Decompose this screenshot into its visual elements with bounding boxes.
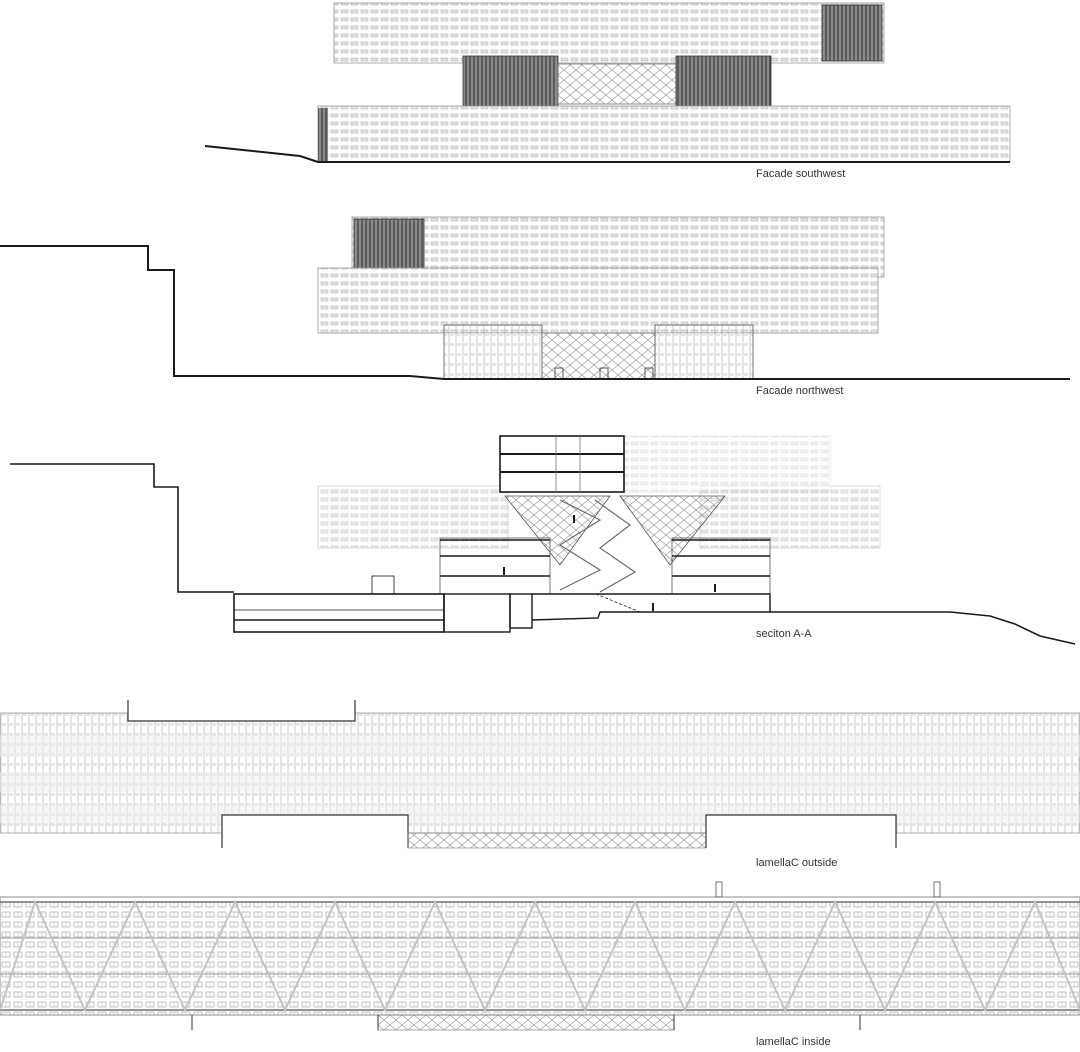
diamond-grid-center [541, 332, 656, 380]
lower-opening-right [705, 814, 897, 848]
structure-band [0, 896, 1080, 1016]
background-elevation-right [699, 485, 881, 549]
roof-riser-right [933, 881, 941, 898]
middle-volume [317, 267, 879, 334]
dark-panel-top-left [353, 218, 425, 276]
background-elevation-top [624, 435, 831, 493]
roof-riser-left [715, 881, 723, 898]
shaded-band [0, 735, 1080, 757]
upper-volume [333, 2, 885, 64]
top-box-section [499, 435, 625, 493]
dark-panel-left [462, 55, 559, 113]
stairs [558, 499, 637, 593]
mid-floors-right [671, 537, 771, 595]
funnel-left [504, 495, 611, 566]
lamella-c-outside-drawing: lamellaC outside [0, 700, 1080, 869]
facade-southwest-drawing: Facade southwest [204, 2, 1011, 180]
diamond-grid-strip [377, 1014, 675, 1031]
people-figures [503, 515, 716, 611]
stair-core [318, 108, 328, 162]
lower-panel-left [443, 324, 543, 380]
background-elevation-left [317, 485, 509, 549]
caption-facade-northwest: Facade northwest [756, 385, 843, 397]
upper-opening [127, 700, 356, 722]
caption-facade-southwest: Facade southwest [756, 168, 845, 180]
lower-opening-left [221, 814, 409, 848]
funnel-right [619, 495, 726, 566]
ground-line-right [770, 611, 1076, 645]
terrain-line [10, 463, 234, 593]
caption-lamella-inside: lamellaC inside [756, 1036, 831, 1048]
shaded-band [0, 805, 1080, 823]
truss-diagonals [0, 899, 1080, 1013]
lower-panel-right [654, 324, 754, 380]
lamella-c-inside-drawing: lamellaC inside [0, 881, 1080, 1048]
caption-lamella-outside: lamellaC outside [756, 857, 837, 869]
lower-volume [317, 105, 1011, 163]
facade-northwest-drawing: Facade northwest [0, 216, 1070, 397]
section-a-a-drawing: seciton A-A [10, 435, 1076, 645]
dark-panel-right [675, 55, 772, 113]
ground-line [204, 145, 1010, 163]
shaded-band [0, 772, 1080, 792]
diamond-grid-center [557, 63, 677, 105]
dark-panel-top-right [821, 4, 883, 62]
diamond-grid-strip [407, 832, 707, 849]
terrain-line [0, 245, 1070, 380]
caption-section-a-a: seciton A-A [756, 628, 812, 640]
lower-section [233, 575, 771, 633]
